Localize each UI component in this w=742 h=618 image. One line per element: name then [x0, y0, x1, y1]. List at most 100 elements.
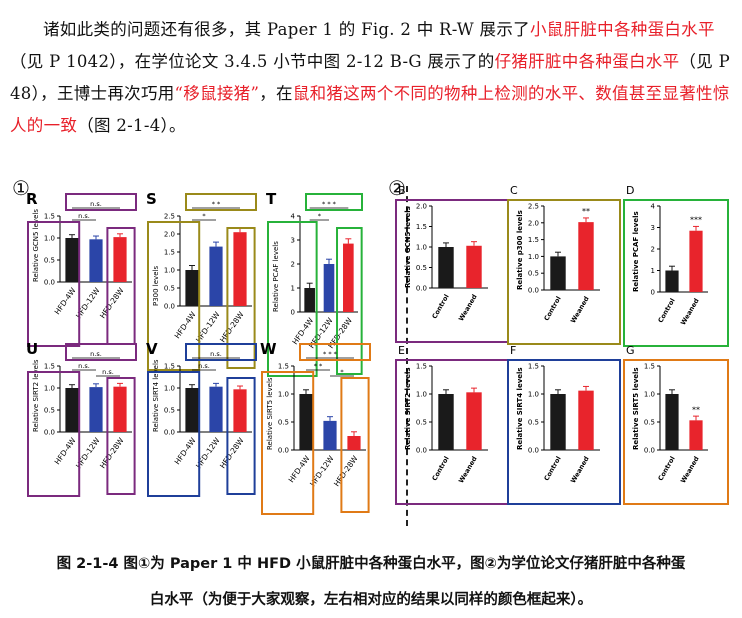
highlight-frame [226, 377, 256, 495]
caption-line-1: 图 2-1-4 图①为 Paper 1 中 HFD 小鼠肝脏中各种蛋白水平，图②… [56, 556, 686, 572]
highlight-frame [267, 221, 318, 377]
body-paragraph: 诸如此类的问题还有很多，其 Paper 1 的 Fig. 2 中 R-W 展示了… [10, 14, 732, 142]
text-segment: （图 2-1-4）。 [77, 116, 186, 135]
y-axis-label: Relative SIRT4 levels [152, 359, 160, 432]
y-axis-label: Relative SIRT2 levels [404, 367, 412, 450]
x-tick-label: Control [430, 455, 450, 482]
y-tick-label: 2 [291, 261, 295, 269]
y-tick-label: 1.0 [644, 391, 655, 399]
y-axis-label: Relative SIRT5 levels [632, 367, 640, 450]
highlight-frame [507, 359, 621, 505]
x-tick-label: Control [542, 455, 562, 482]
panel-letter: U [26, 340, 38, 358]
x-tick-label: Weaned [569, 295, 591, 325]
highlight-frame [261, 371, 315, 515]
bar [65, 238, 79, 282]
bar [304, 288, 315, 312]
bar [578, 222, 594, 290]
significance-label: n.s. [78, 362, 90, 370]
x-tick-label: Weaned [457, 455, 479, 485]
highlight-frame [299, 343, 371, 361]
highlight-frame [65, 193, 137, 211]
text-segment: ，在 [259, 84, 293, 103]
highlight-frame [226, 227, 256, 369]
highlight-frame [185, 343, 257, 361]
panel-letter: B [398, 184, 406, 197]
bar [113, 237, 127, 282]
text-segment: （见 P 48），王博士再次巧用 [10, 52, 730, 103]
bar [578, 390, 594, 450]
x-tick-label: HFD-4W [53, 436, 78, 467]
panel-letter: R [26, 190, 38, 208]
bar [347, 436, 361, 450]
highlight-frame [185, 193, 257, 211]
significance-label: ** [582, 207, 590, 216]
panel-letter: W [260, 340, 277, 358]
y-tick-label: 1.5 [44, 213, 55, 221]
x-tick-label: HFD-28W [332, 454, 360, 489]
panel-letter: C [510, 184, 518, 197]
panel-letter: F [510, 344, 516, 357]
highlight-frame [27, 371, 81, 497]
text-segment: 诸如此类的问题还有很多，其 Paper 1 的 Fig. 2 中 R-W 展示了 [43, 20, 530, 39]
y-axis-label: Relative PCAF levels [272, 241, 280, 312]
y-tick-label: 1.0 [164, 385, 175, 393]
x-tick-label: HFD-4W [173, 310, 198, 341]
y-tick-label: 0.5 [528, 419, 539, 427]
y-tick-label: 1.0 [44, 385, 55, 393]
significance-label: *** [690, 216, 702, 225]
bar [185, 388, 199, 432]
highlight-frame [340, 377, 370, 513]
x-tick-label: HFD-28W [98, 286, 126, 321]
significance-label: * * [314, 362, 323, 370]
highlight-frame [336, 227, 363, 375]
y-tick-label: 2 [651, 246, 655, 254]
y-tick-label: 0.0 [644, 447, 655, 455]
panel-letter: V [146, 340, 158, 358]
marker-left: ① [12, 176, 30, 200]
y-tick-label: 1 [291, 285, 295, 293]
highlight-frame [623, 359, 729, 505]
y-tick-label: 3 [291, 237, 295, 245]
panel-letter: T [266, 190, 277, 208]
x-tick-label: HFD-28W [218, 310, 246, 345]
caption-line-2: 白水平（为便于大家观察，左右相对应的结果以同样的颜色框起来）。 [149, 592, 593, 608]
y-tick-label: 0.0 [528, 447, 539, 455]
bar [65, 388, 79, 432]
bar [689, 420, 703, 450]
y-tick-label: 1 [651, 267, 655, 275]
y-axis-label: Relative PCAF levels [632, 211, 640, 292]
highlight-frame [305, 193, 363, 211]
bar [89, 387, 103, 432]
y-tick-label: 0.0 [164, 429, 175, 437]
bar [233, 232, 247, 306]
x-tick-label: Weaned [679, 455, 701, 485]
significance-label: n.s. [210, 350, 222, 358]
highlight-frame [507, 199, 621, 345]
y-axis-label: P300 levels [152, 266, 160, 306]
y-tick-label: 1.5 [644, 363, 655, 371]
y-tick-label: 2.0 [164, 231, 175, 239]
y-tick-label: 1.0 [528, 391, 539, 399]
significance-label: n.s. [90, 200, 102, 208]
y-tick-label: 1.5 [416, 363, 427, 371]
significance-label: * [202, 212, 206, 220]
y-tick-label: 0 [651, 289, 655, 297]
significance-label: * [340, 368, 344, 376]
y-tick-label: 0.5 [644, 419, 655, 427]
bar [209, 246, 223, 306]
y-tick-label: 3 [651, 224, 655, 232]
significance-label: n.s. [102, 368, 114, 376]
significance-label: ** [692, 405, 700, 414]
figure-divider [406, 186, 408, 526]
y-tick-label: 1.5 [528, 363, 539, 371]
y-tick-label: 2.0 [528, 219, 539, 227]
x-tick-label: Control [430, 293, 450, 320]
y-tick-label: 1.5 [44, 363, 55, 371]
y-tick-label: 0.5 [164, 285, 175, 293]
y-tick-label: 4 [291, 213, 296, 221]
highlight-piglet: 仔猪肝脏中各种蛋白水平 [494, 52, 680, 71]
highlight-frame [65, 343, 137, 361]
y-tick-label: 0.0 [164, 303, 175, 311]
